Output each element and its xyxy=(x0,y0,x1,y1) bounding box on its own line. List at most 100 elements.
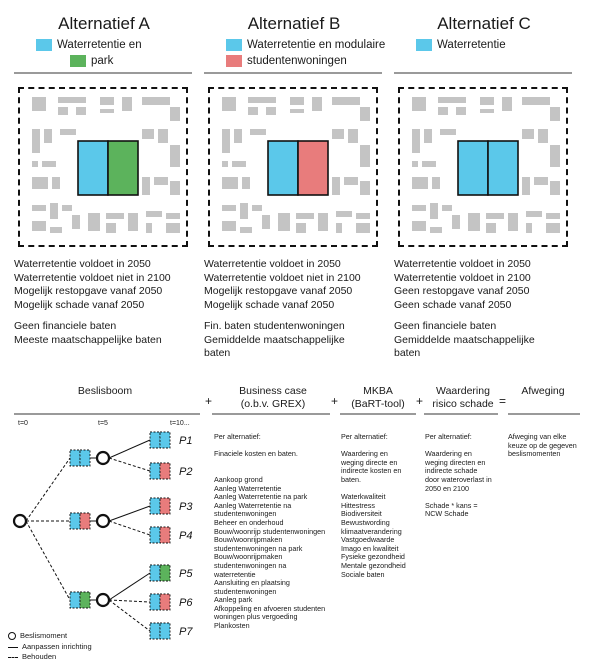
divider xyxy=(394,72,572,74)
column-line: Bouw/woonrijp studentenwoningen xyxy=(214,526,326,536)
tree-block-right xyxy=(79,512,91,530)
building-block xyxy=(526,223,532,233)
building-block xyxy=(424,129,432,143)
tree-branch xyxy=(25,457,71,522)
header-mkba-line1: MKBA xyxy=(363,385,393,397)
building-block xyxy=(422,161,436,167)
column-line: woningen plus vergoeding xyxy=(214,612,298,622)
timeline-t5: t=5 xyxy=(98,420,108,427)
tree-block-right xyxy=(79,449,91,467)
timeline-t0: t=0 xyxy=(18,420,28,427)
building-block xyxy=(296,213,314,219)
building-block xyxy=(348,129,358,143)
building-block xyxy=(146,211,162,217)
building-block xyxy=(58,97,86,103)
column-line: beslismomenten xyxy=(508,449,561,459)
building-block xyxy=(290,97,304,105)
building-block xyxy=(336,211,352,217)
header-business-case: Business case (o.b.v. GREX) xyxy=(218,385,328,411)
divider xyxy=(204,72,382,74)
path-label: P2 xyxy=(179,466,192,478)
building-block xyxy=(62,205,72,211)
building-block xyxy=(32,161,38,167)
building-block xyxy=(248,107,258,115)
building-block xyxy=(42,161,56,167)
legend-label: park xyxy=(91,55,114,67)
leaf-block-left xyxy=(149,622,161,640)
column-line: Imago en kwaliteit xyxy=(341,543,399,553)
column-line: indirecte schade xyxy=(425,466,478,476)
column-line: Aanleg Waterretentie na xyxy=(214,500,292,510)
legend-item: park xyxy=(70,55,113,67)
tree-branch xyxy=(108,439,151,459)
tree-block-left xyxy=(69,591,81,609)
color-swatch xyxy=(226,39,242,51)
building-block xyxy=(318,213,328,231)
tree-branch xyxy=(25,520,71,601)
column-line: Plankosten xyxy=(214,621,250,631)
building-block xyxy=(332,177,340,195)
header-waardering-line2: risico schade xyxy=(432,398,494,410)
color-swatch xyxy=(416,39,432,51)
outcome-line: Mogelijk restopgave vanaf 2050 xyxy=(14,285,163,298)
alternative-title: Alternatief A xyxy=(58,14,150,33)
leaf-block-right xyxy=(159,593,171,611)
header-mkba-line2: (BaRT-tool) xyxy=(351,398,405,410)
site-map xyxy=(398,87,568,247)
building-block xyxy=(232,161,246,167)
column-line: Aansluiting en plaatsing xyxy=(214,578,290,588)
building-block xyxy=(250,129,266,135)
header-business-case-line2: (o.b.v. GREX) xyxy=(240,398,306,410)
building-block xyxy=(502,97,512,111)
root-decision-node xyxy=(12,513,28,529)
alternative-title: Alternatief B xyxy=(247,14,341,33)
decision-node xyxy=(95,450,111,466)
building-block xyxy=(360,107,370,121)
alternative-title: Alternatief C xyxy=(437,14,531,33)
plan-area-block xyxy=(487,140,519,196)
column-line: Schade * kans = xyxy=(425,500,478,510)
operator-plus-2: + xyxy=(331,394,339,408)
legend-aanpassen: Aanpassen inrichting xyxy=(8,642,92,651)
legend-label: studentenwoningen xyxy=(247,55,347,67)
outcome-line: Geen restopgave vanaf 2050 xyxy=(394,285,530,298)
building-block xyxy=(432,177,440,189)
column-line: Afweging van elke xyxy=(508,432,567,441)
rule-business xyxy=(212,413,330,415)
building-block xyxy=(430,227,442,233)
leaf-block-right xyxy=(159,497,171,515)
column-line: studentenwoningen xyxy=(214,509,277,519)
legend-beslismoment-label: Beslismoment xyxy=(20,631,68,640)
color-swatch xyxy=(36,39,52,51)
building-block xyxy=(32,177,48,189)
building-block xyxy=(242,177,250,189)
path-label: P6 xyxy=(179,597,193,609)
header-afweging: Afweging xyxy=(521,385,565,397)
building-block xyxy=(440,129,456,135)
building-block xyxy=(546,223,560,233)
beslismoment-circle-icon xyxy=(8,632,16,641)
decision-node xyxy=(95,513,111,529)
column-line: Afkoppeling en afvoeren studenten xyxy=(214,603,326,613)
column-line: Hittestress xyxy=(341,500,375,510)
column-line: Aanleg park xyxy=(214,595,253,605)
site-map-graphic xyxy=(222,97,370,233)
path-label: P3 xyxy=(179,501,193,513)
column-line: keuze op de gegeven xyxy=(508,440,577,450)
rule-beslisboom xyxy=(14,413,200,415)
building-block xyxy=(166,223,180,233)
column-line: Finaciele kosten en baten. xyxy=(214,449,298,459)
building-block xyxy=(452,215,460,229)
leaf-block-left xyxy=(149,497,161,515)
column-line: Per alternatief: xyxy=(214,432,261,441)
building-block xyxy=(72,215,80,229)
building-block xyxy=(278,213,290,231)
building-block xyxy=(486,213,504,219)
building-block xyxy=(142,129,154,139)
outcome-line: Waterretentie voldoet in 2100 xyxy=(394,271,531,284)
outcome-line: Geen schade vanaf 2050 xyxy=(394,298,512,311)
header-business-case-line1: Business case xyxy=(239,385,307,397)
